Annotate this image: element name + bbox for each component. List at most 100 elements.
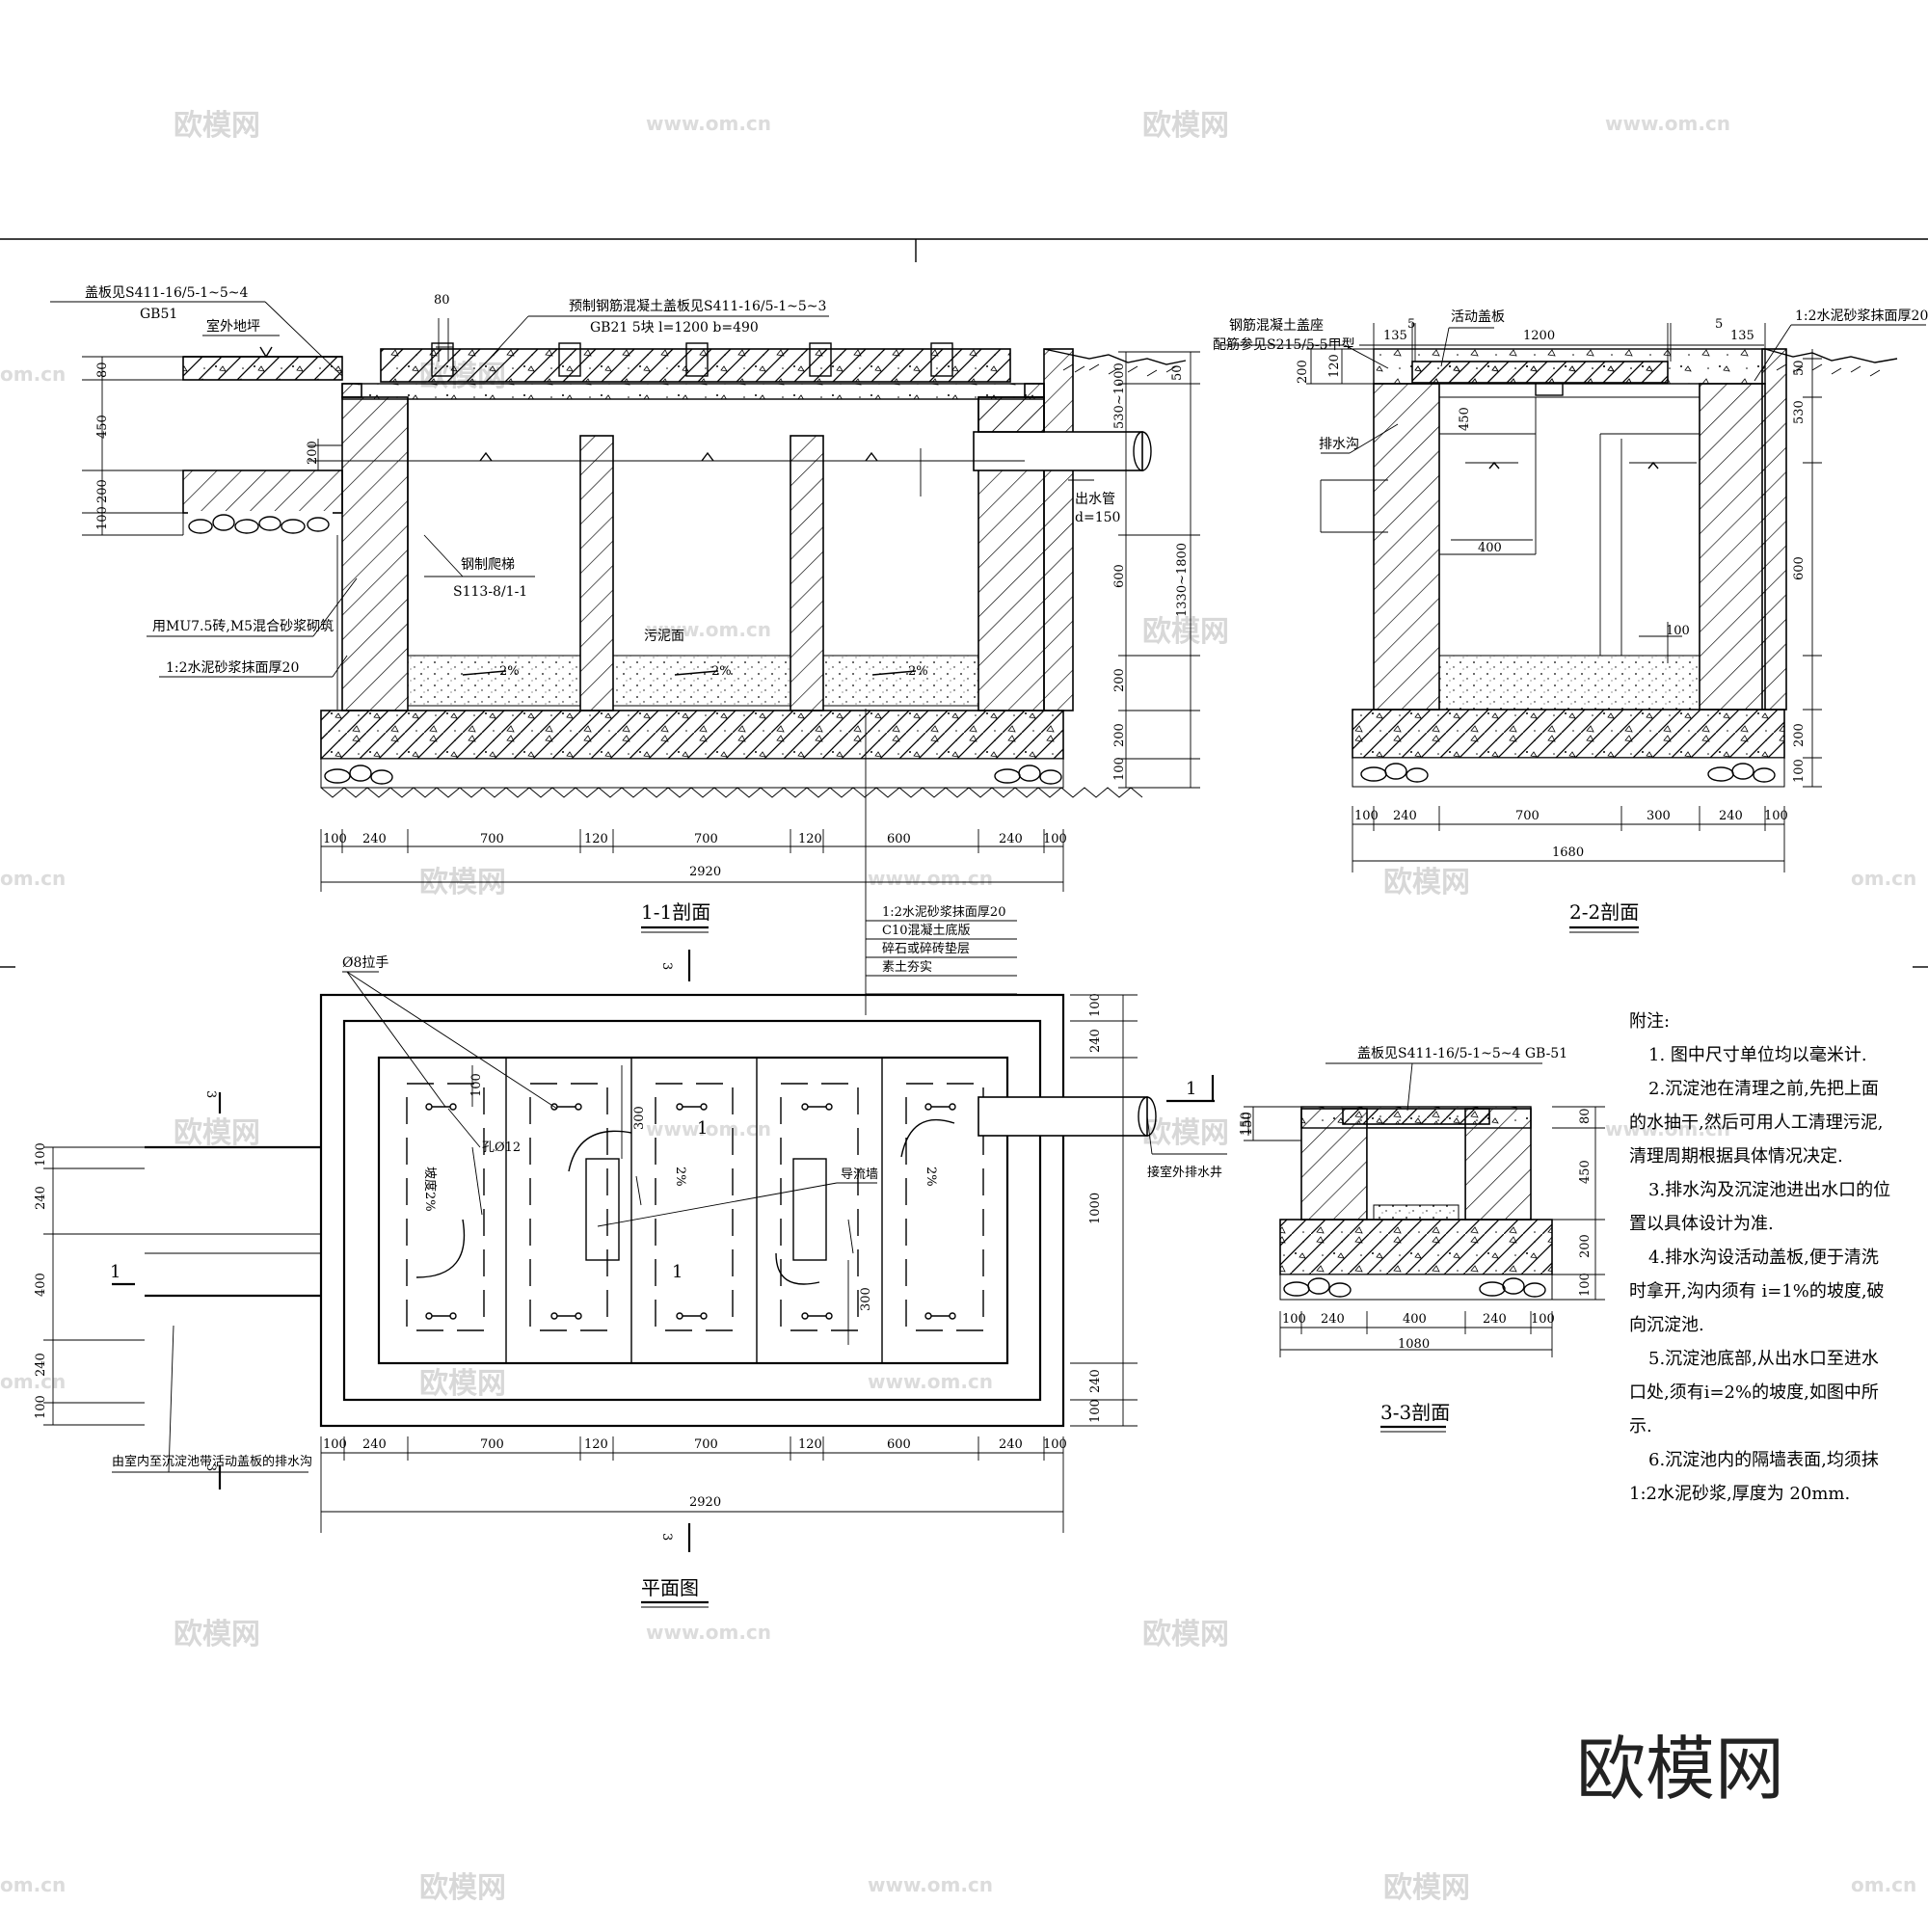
dim-top-5a: 5 xyxy=(1407,317,1415,332)
watermark-url: www.om.cn xyxy=(1605,1117,1730,1140)
plan-cut1-left: 1 xyxy=(110,1262,120,1282)
movable-cover-label: 活动盖板 xyxy=(1451,309,1505,325)
note-line-4: 清理周期根据具体情况决定. xyxy=(1629,1146,1843,1167)
dim-h-240b: 240 xyxy=(1719,809,1743,823)
plan-dim-300a: 300 xyxy=(632,1106,647,1130)
dim-3-3-h-240a: 240 xyxy=(1321,1312,1345,1327)
plan-right-240a: 240 xyxy=(1088,1029,1103,1053)
plan-cut3-center: 3 xyxy=(659,1533,674,1541)
watermark-url: om.cn xyxy=(0,1370,66,1393)
rc-seat-label: 钢筋混凝土盖座 xyxy=(1229,317,1324,334)
outlet-pipe-label: 出水管 xyxy=(1075,492,1115,507)
watermark-url: om.cn xyxy=(0,362,66,386)
plan-cut1-top-inner: 1 xyxy=(697,1118,708,1139)
watermark-url: www.om.cn xyxy=(646,1117,771,1140)
note-line-11: 口处,须有i=2%的坡度,如图中所 xyxy=(1629,1382,1879,1403)
dim-h-700b: 700 xyxy=(694,832,718,846)
ladder-ref: S113-8/1-1 xyxy=(453,584,527,600)
dim-left-100: 100 xyxy=(95,506,110,530)
dim-h-700: 700 xyxy=(1515,809,1540,823)
section-2-2: 400 100 活动盖板 钢筋混凝土盖座 配筋参见S215/5-5甲型 1:2水… xyxy=(1213,309,1928,933)
dim-right-200: 200 xyxy=(1792,723,1807,747)
section-3-3-title: 3-3剖面 xyxy=(1380,1401,1450,1424)
watermark-url: www.om.cn xyxy=(646,618,771,641)
plan-h-600: 600 xyxy=(887,1437,911,1452)
brand-logo: 欧模网 xyxy=(1576,1729,1784,1810)
handles xyxy=(425,1103,956,1320)
watermark-brand: 欧模网 xyxy=(1383,1871,1470,1905)
dim-right-50: 50 xyxy=(1792,360,1807,376)
watermark-url: om.cn xyxy=(1851,1873,1916,1896)
plaster-top-label: 1:2水泥砂浆抹面厚20 xyxy=(1795,309,1928,324)
dim-400: 400 xyxy=(1478,541,1502,555)
ladder-label: 钢制爬梯 xyxy=(461,557,515,573)
slope-label-1: 2% xyxy=(499,664,520,679)
precast-slab-label: 预制钢筋混凝土盖板见S411-16/5-1~5~3 xyxy=(569,298,826,314)
note-line-6: 置以具体设计为准. xyxy=(1629,1214,1774,1234)
dim-h-700a: 700 xyxy=(480,832,504,846)
dim-left-200: 200 xyxy=(95,479,110,503)
dim-3-3-h-240b: 240 xyxy=(1483,1312,1507,1327)
slab-spec-label: GB21 5块 l=1200 b=490 xyxy=(590,320,759,335)
dim-h-600: 600 xyxy=(887,832,911,846)
plan-title: 平面图 xyxy=(641,1576,699,1599)
plan-slope-text: 坡度2% xyxy=(422,1167,438,1212)
section-2-2-title: 2-2剖面 xyxy=(1569,900,1639,924)
dim-left-120: 120 xyxy=(1327,354,1342,378)
plan-dim-total: 2920 xyxy=(689,1495,721,1510)
dim-h-120b: 120 xyxy=(798,832,822,846)
plan-h-700b: 700 xyxy=(694,1437,718,1452)
cover-gb: GB51 xyxy=(140,307,177,322)
notes: 附注: 1. 图中尺寸单位均以毫米计. 2.沉淀池在清理之前,先把上面 的水抽干… xyxy=(1629,1011,1890,1504)
dim-right-600: 600 xyxy=(1112,564,1127,588)
dim-h-240b: 240 xyxy=(999,832,1023,846)
dim-h-100a: 100 xyxy=(323,832,347,846)
dim-total: 2920 xyxy=(689,865,721,879)
section-3-3: 盖板见S411-16/5-1~5~4 GB-51 150 80 450 200 … xyxy=(1239,1046,1605,1433)
plan-left-100b: 100 xyxy=(34,1395,48,1419)
plan-h-100a: 100 xyxy=(323,1437,347,1452)
handle-label: Ø8拉手 xyxy=(342,955,388,971)
dim-right-50: 50 xyxy=(1170,364,1185,381)
section-1-1-title: 1-1剖面 xyxy=(641,900,710,924)
dim-100: 100 xyxy=(1666,624,1690,638)
dim-3-3-450: 450 xyxy=(1578,1160,1593,1184)
plan-left-240b: 240 xyxy=(34,1353,48,1377)
plan-slope-2: 2% xyxy=(673,1167,687,1187)
note-line-13: 6.沉淀池内的隔墙表面,均须抹 xyxy=(1648,1450,1879,1470)
plan-cut1-right: 1 xyxy=(1186,1079,1196,1099)
plan-dim-100: 100 xyxy=(469,1073,484,1097)
dim-left-200: 200 xyxy=(1296,360,1310,384)
note-line-9: 向沉淀池. xyxy=(1629,1315,1704,1335)
plan-right-100a: 100 xyxy=(1088,993,1103,1017)
outdoor-floor-label: 室外地坪 xyxy=(206,318,260,335)
legend-2: C10混凝土底版 xyxy=(882,923,971,938)
dim-top-135a: 135 xyxy=(1383,329,1407,343)
watermark-brand: 欧模网 xyxy=(419,866,506,899)
section-3-3-cover-note: 盖板见S411-16/5-1~5~4 GB-51 xyxy=(1357,1046,1567,1061)
watermark-brand: 欧模网 xyxy=(174,109,260,143)
watermark-url: om.cn xyxy=(0,1873,66,1896)
sludge-label: 污泥面 xyxy=(644,629,684,644)
watermark-url: www.om.cn xyxy=(868,867,993,890)
drain-note: 由室内至沉淀池带活动盖板的排水沟 xyxy=(112,1454,312,1469)
watermark-url: om.cn xyxy=(1851,867,1916,890)
outlet-d-label: d=150 xyxy=(1075,510,1120,525)
dim-left-450: 450 xyxy=(95,415,110,439)
plan-right-1000: 1000 xyxy=(1088,1193,1103,1224)
rc-ref-label: 配筋参见S215/5-5甲型 xyxy=(1213,336,1355,353)
legend-1: 1:2水泥砂浆抹面厚20 xyxy=(882,905,1005,920)
watermark-brand: 欧模网 xyxy=(1142,1116,1229,1150)
dim-top-1200: 1200 xyxy=(1523,329,1555,343)
watermark-url: www.om.cn xyxy=(646,112,771,135)
watermark-brand: 欧模网 xyxy=(174,1116,260,1150)
note-line-14: 1:2水泥砂浆,厚度为 20mm. xyxy=(1629,1484,1850,1504)
dim-h-240a: 240 xyxy=(1393,809,1417,823)
watermark-url: www.om.cn xyxy=(868,1370,993,1393)
plan-h-240a: 240 xyxy=(362,1437,387,1452)
watermark-url: www.om.cn xyxy=(646,1621,771,1644)
dim-3-3-80: 80 xyxy=(1578,1108,1593,1124)
plan-left-100a: 100 xyxy=(34,1142,48,1167)
dim-right-200b: 200 xyxy=(1112,723,1127,747)
note-line-12: 示. xyxy=(1629,1416,1652,1436)
